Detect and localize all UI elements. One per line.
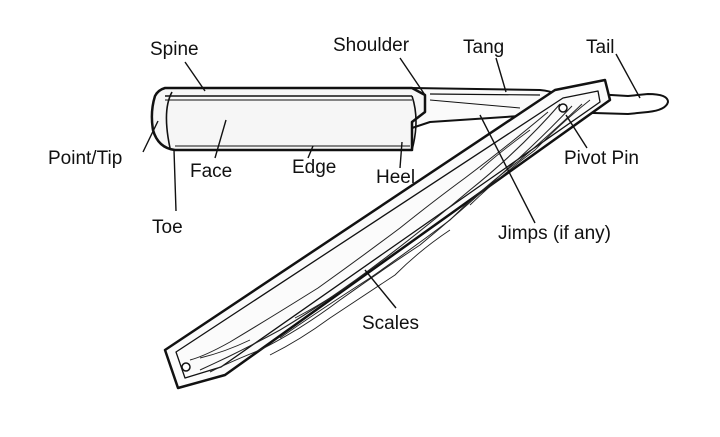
label-scales: Scales: [362, 313, 420, 334]
label-point-tip: Point/Tip: [48, 148, 123, 169]
label-heel: Heel: [376, 167, 416, 188]
label-toe: Toe: [152, 217, 183, 238]
leader-tail: [615, 53, 641, 99]
razor-blade: [150, 86, 427, 152]
leader-jimps: [479, 114, 536, 224]
pivot-pin-mark: [558, 103, 568, 113]
leader-shoulder: [399, 57, 426, 96]
label-face: Face: [190, 161, 233, 182]
label-tang: Tang: [463, 37, 505, 58]
end-pin-mark: [181, 362, 191, 372]
leader-spine: [184, 61, 206, 92]
leader-pivot: [565, 114, 588, 149]
leader-point: [142, 120, 159, 153]
razor-scales: [163, 78, 612, 390]
leader-face: [214, 119, 227, 159]
label-edge: Edge: [292, 157, 337, 178]
leader-tang: [495, 57, 507, 93]
label-pivot-pin: Pivot Pin: [564, 148, 639, 169]
label-shoulder: Shoulder: [333, 35, 410, 56]
leader-scales: [364, 269, 397, 309]
leader-lines: [142, 53, 641, 309]
label-spine: Spine: [150, 39, 199, 60]
label-jimps: Jimps (if any): [498, 223, 611, 244]
leader-heel: [399, 141, 403, 169]
leader-edge: [307, 145, 314, 159]
label-tail: Tail: [586, 37, 615, 58]
leader-toe: [173, 149, 177, 212]
